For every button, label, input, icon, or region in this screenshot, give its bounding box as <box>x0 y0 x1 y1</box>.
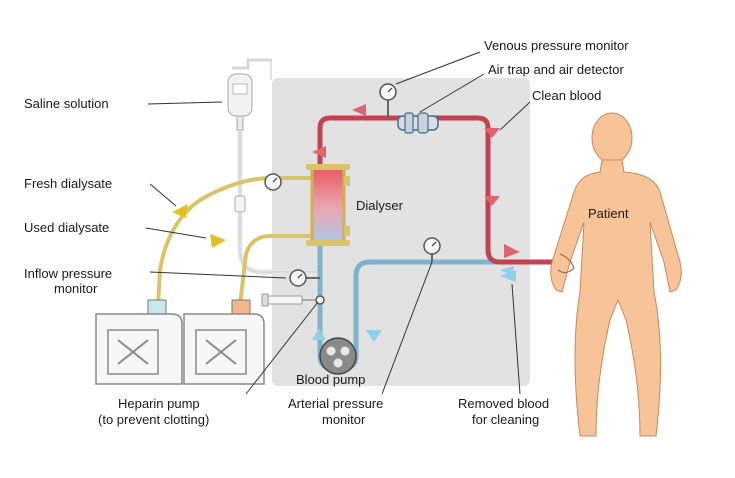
arrow-red <box>312 146 326 158</box>
gauge-icon <box>289 269 320 287</box>
pump-icon <box>319 337 357 375</box>
label-venous-pressure-monitor: Venous pressure monitor <box>484 38 629 53</box>
label-inflow-pressure-2: monitor <box>54 281 98 296</box>
machine-panel-top <box>270 60 272 80</box>
gauge-icon <box>264 173 282 191</box>
arrow-red <box>484 196 500 206</box>
arrow-yellow <box>210 234 226 248</box>
machine-panel <box>272 78 530 386</box>
label-arterial-1: Arterial pressure <box>288 396 383 411</box>
label-heparin-1: Heparin pump <box>118 396 200 411</box>
arrow-red <box>352 104 366 116</box>
clean-blood-line <box>317 115 560 265</box>
label-fresh-dialysate: Fresh dialysate <box>24 176 112 191</box>
arrow-blue <box>500 270 516 282</box>
label-saline-solution: Saline solution <box>24 96 109 111</box>
arrow-red <box>484 128 500 138</box>
label-removed-1: Removed blood <box>458 396 549 411</box>
used-dialysate-line <box>238 234 312 306</box>
label-inflow-pressure-1: Inflow pressure <box>24 266 112 281</box>
arrow-red <box>504 244 520 258</box>
arrow-blue <box>312 328 326 340</box>
arrow-yellow <box>172 204 188 218</box>
label-heparin-2: (to prevent clotting) <box>98 412 209 427</box>
saline-bag-icon <box>227 58 272 131</box>
canister-icon <box>95 299 183 385</box>
label-dialyser: Dialyser <box>356 198 404 213</box>
leader-lines <box>145 51 531 395</box>
label-used-dialysate: Used dialysate <box>24 220 109 235</box>
label-arterial-2: monitor <box>322 412 366 427</box>
label-clean-blood: Clean blood <box>532 88 601 103</box>
air-trap <box>397 112 439 134</box>
label-patient: Patient <box>588 206 629 221</box>
label-air-trap: Air trap and air detector <box>488 62 625 77</box>
canister-icon <box>183 299 265 385</box>
fresh-dialysate-line <box>156 176 312 306</box>
label-removed-2: for cleaning <box>472 412 539 427</box>
patient-figure <box>550 112 682 437</box>
gauge-icon <box>379 83 397 118</box>
flow-arrows <box>172 104 520 342</box>
dialyser <box>306 164 350 246</box>
arrow-blue <box>366 330 382 342</box>
label-blood-pump: Blood pump <box>296 372 365 387</box>
gauge-icon <box>423 237 441 262</box>
